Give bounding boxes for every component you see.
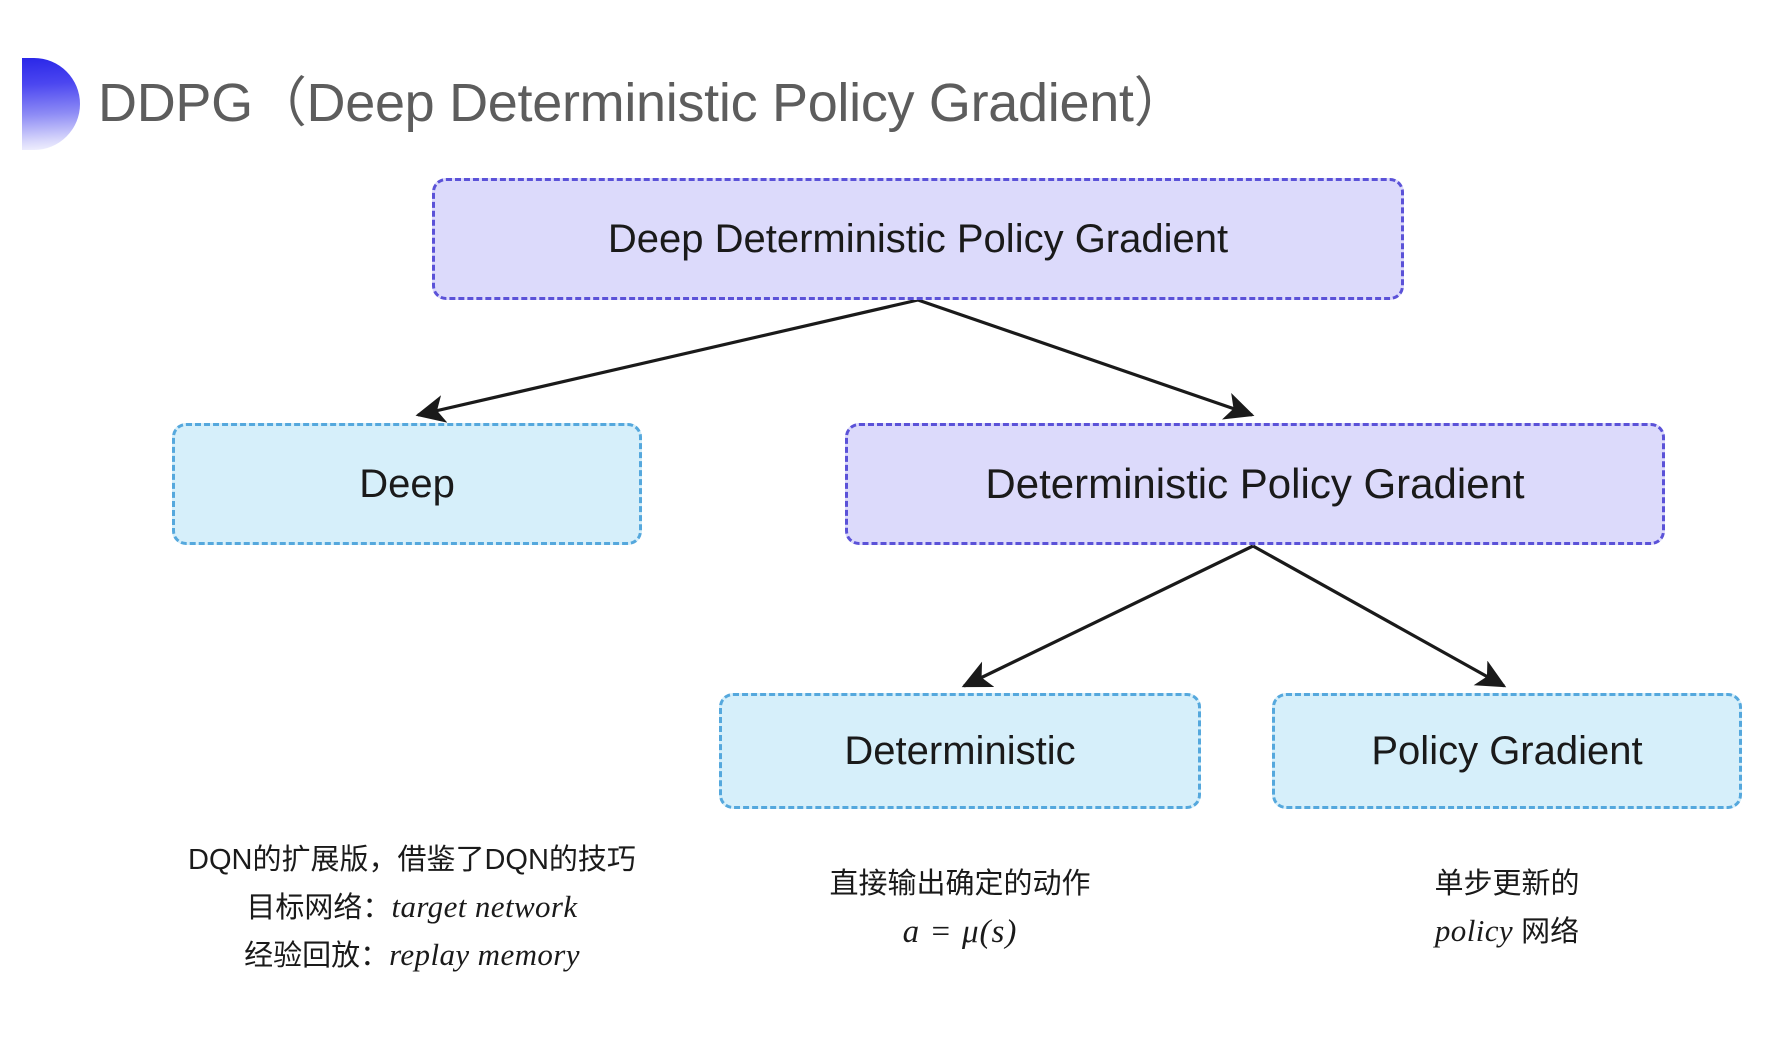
title-bullet-icon bbox=[22, 58, 80, 150]
node-label: Deterministic Policy Gradient bbox=[985, 460, 1525, 507]
caption-deep-line2: 目标网络：target network bbox=[150, 883, 674, 931]
node-policy-gradient[interactable]: Policy Gradient bbox=[1272, 693, 1742, 809]
caption-deterministic-formula: a = μ(s) bbox=[902, 913, 1018, 950]
arrow-root-to-deep bbox=[415, 298, 919, 423]
page-title: DDPG（Deep Deterministic Policy Gradient） bbox=[98, 73, 1188, 133]
node-label: Policy Gradient bbox=[1371, 728, 1643, 773]
caption-deterministic: 直接输出确定的动作 a = μ(s) bbox=[718, 862, 1202, 958]
caption-deep-line3-value: replay memory bbox=[389, 936, 580, 972]
caption-deep-line3: 经验回放：replay memory bbox=[150, 931, 674, 979]
caption-deep-line2-value: target network bbox=[391, 888, 578, 924]
node-deep-deterministic-policy-gradient[interactable]: Deep Deterministic Policy Gradient bbox=[432, 178, 1404, 300]
caption-deep-line2-label: 目标网络： bbox=[246, 891, 392, 924]
caption-deep: DQN的扩展版，借鉴了DQN的技巧 目标网络：target network 经验… bbox=[150, 838, 674, 979]
arrow-root-to-dpg bbox=[917, 298, 1255, 420]
node-deterministic[interactable]: Deterministic bbox=[719, 693, 1201, 809]
node-deterministic-policy-gradient[interactable]: Deterministic Policy Gradient bbox=[845, 423, 1665, 545]
caption-deep-line1: DQN的扩展版，借鉴了DQN的技巧 bbox=[188, 844, 636, 876]
node-label: Deep bbox=[359, 461, 455, 506]
node-deep[interactable]: Deep bbox=[172, 423, 642, 545]
arrow-dpg-to-deterministic bbox=[961, 544, 1254, 688]
caption-policy-gradient: 单步更新的 policy 网络 bbox=[1272, 862, 1742, 955]
caption-policy-gradient-suffix: 网络 bbox=[1513, 915, 1580, 948]
caption-policy-gradient-line2: policy 网络 bbox=[1272, 907, 1742, 955]
caption-deep-line3-label: 经验回放： bbox=[244, 939, 390, 972]
caption-policy-gradient-line1: 单步更新的 bbox=[1434, 868, 1580, 900]
caption-deterministic-line1: 直接输出确定的动作 bbox=[829, 868, 1091, 900]
node-label: Deterministic bbox=[844, 728, 1076, 773]
arrow-dpg-to-policy-gradient bbox=[1252, 544, 1507, 688]
caption-policy-gradient-term: policy bbox=[1434, 912, 1514, 948]
node-label: Deep Deterministic Policy Gradient bbox=[607, 216, 1229, 261]
